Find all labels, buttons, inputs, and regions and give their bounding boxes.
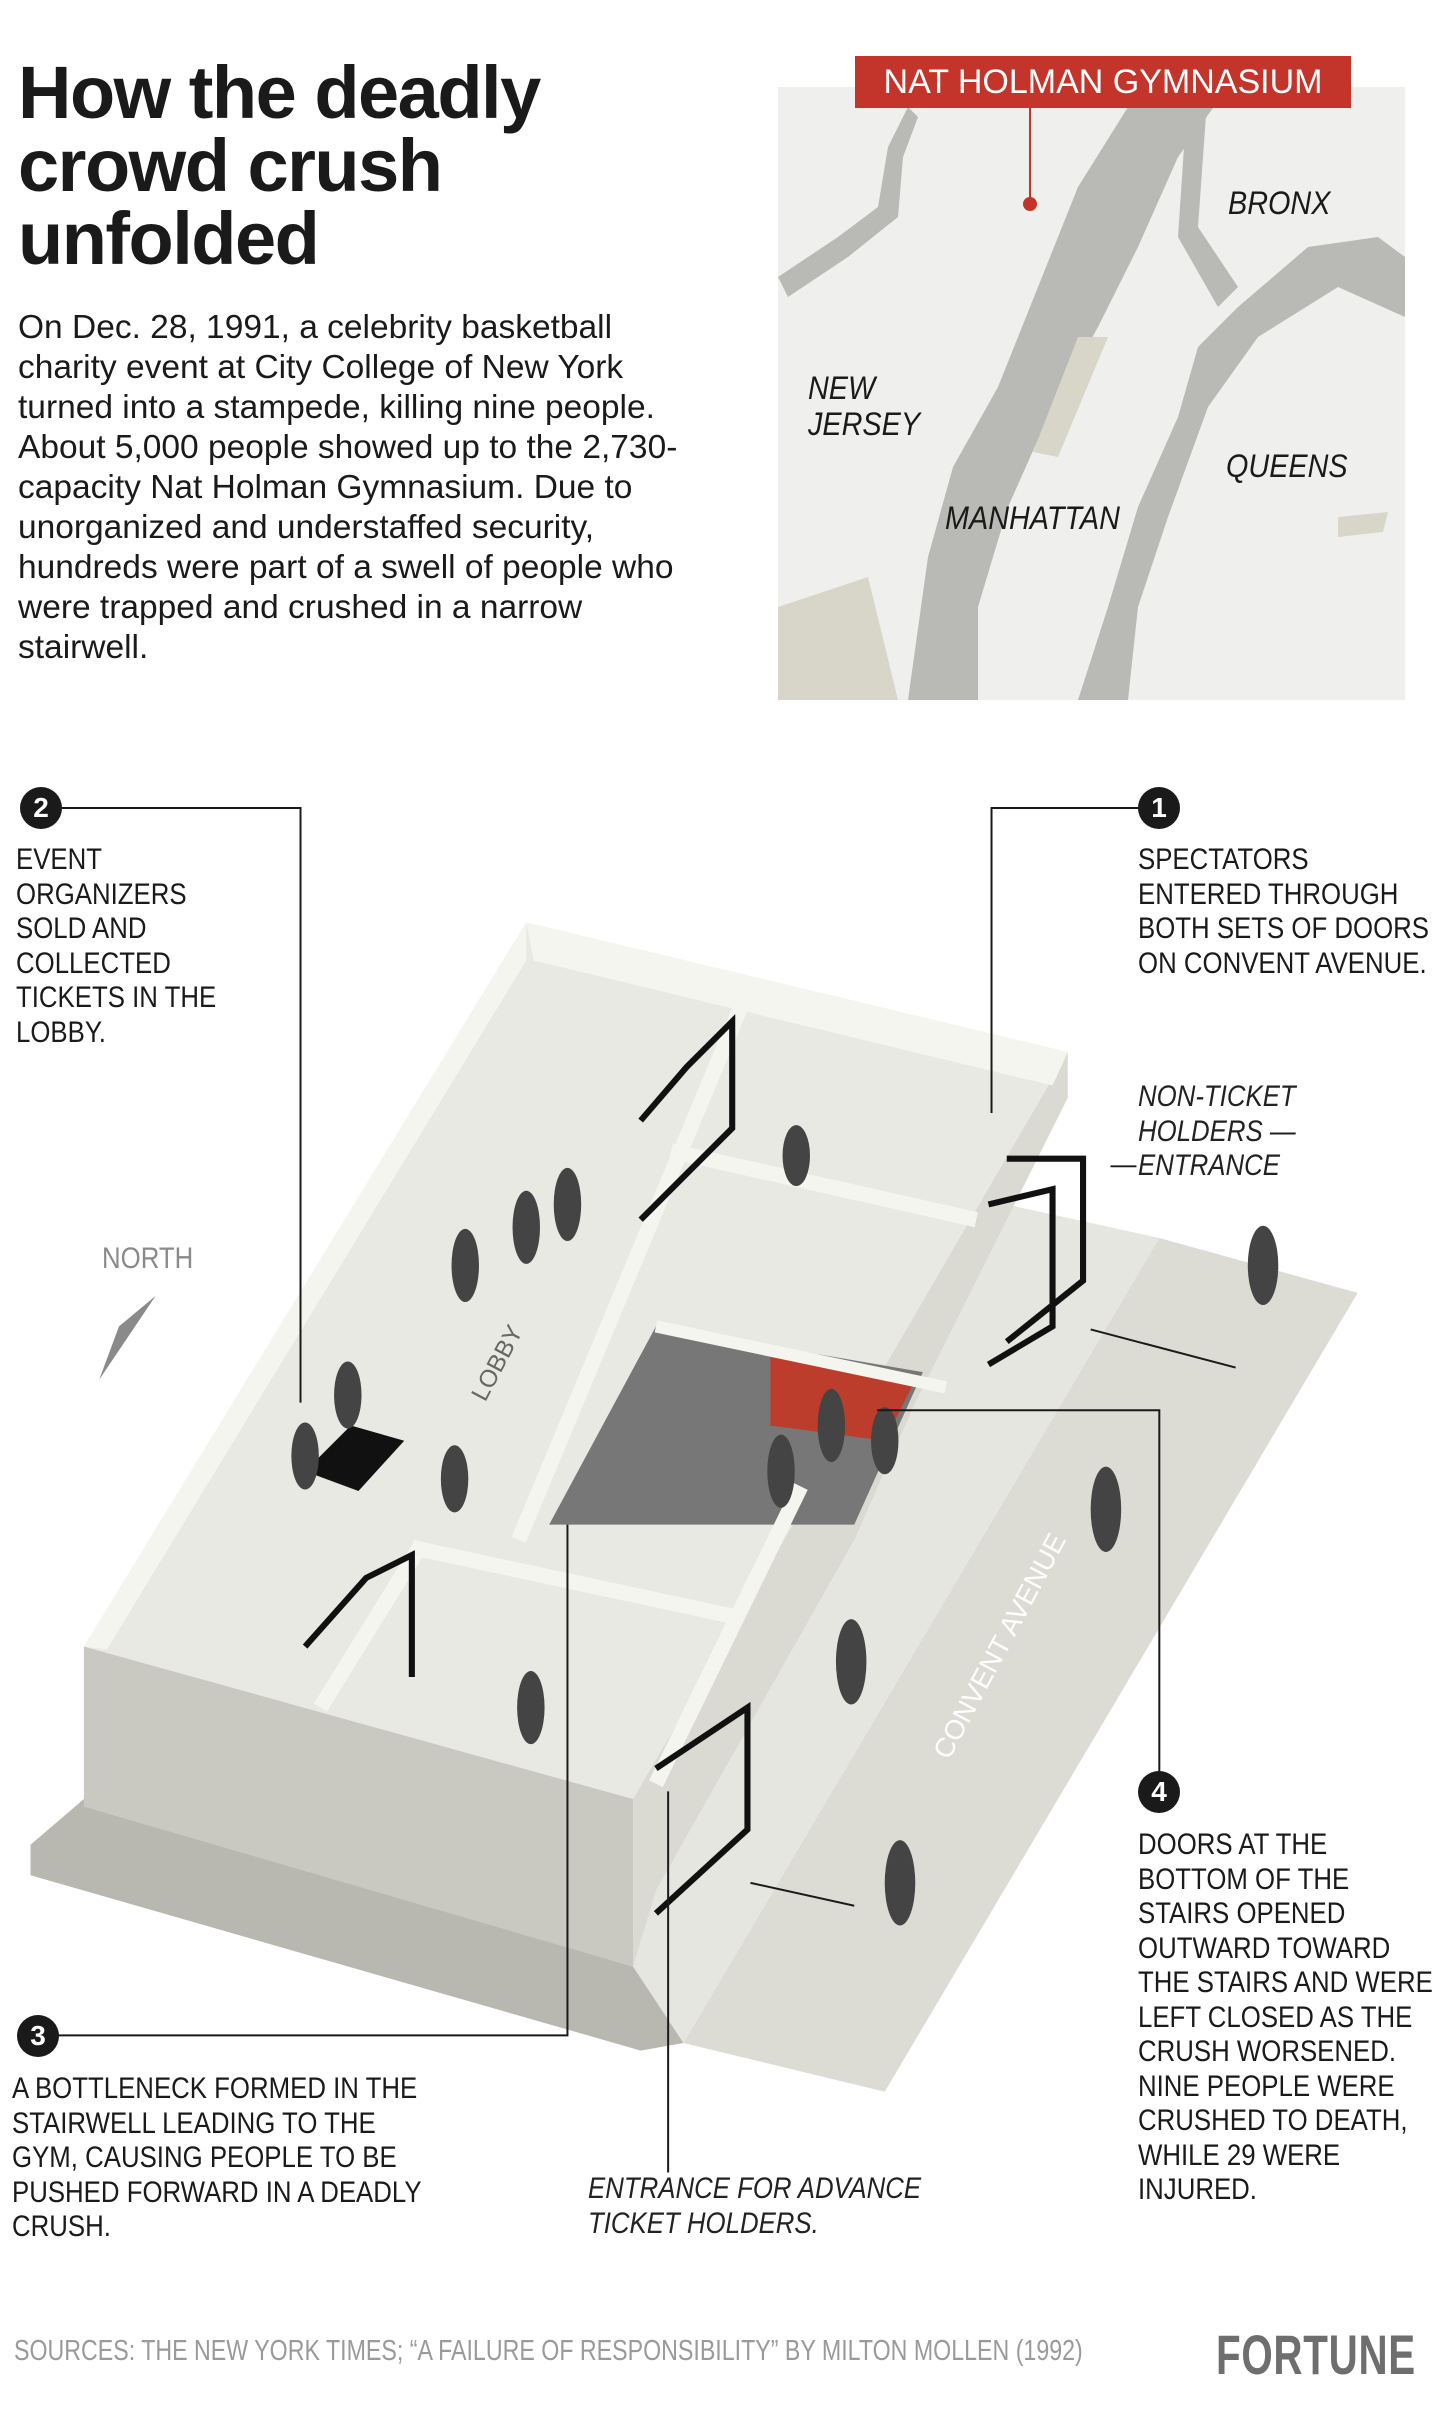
people — [291, 1125, 1279, 1926]
hackensack-river — [778, 107, 918, 297]
convent-avenue-street — [683, 1237, 1358, 2092]
sources-text: SOURCES: THE NEW YORK TIMES; “A FAILURE … — [14, 2335, 1083, 2367]
intro-text: On Dec. 28, 1991, a celebrity basketball… — [18, 309, 678, 666]
non-ticket-entrance-label: NON-TICKET HOLDERS — ENTRANCE — [1138, 1080, 1296, 1182]
back-wall — [526, 922, 1068, 1086]
map-label-manhattan: MANHATTAN — [945, 500, 1120, 536]
map-label-bronx: BRONX — [1228, 185, 1331, 221]
callout-1-text: Spectators entered through both sets of … — [1138, 843, 1430, 980]
callout-4-text: Doors at the bottom of the stairs opened… — [1138, 1828, 1433, 2206]
base-slab — [30, 1799, 684, 2051]
callout-badge-3: 3 — [17, 2015, 59, 2057]
advance-entrance-label: ENTRANCE FOR ADVANCE TICKET HOLDERS. — [588, 2172, 922, 2240]
locator-map — [778, 87, 1405, 700]
ticket-table — [305, 1425, 405, 1492]
north-wall — [83, 922, 527, 1650]
north-arrow-icon — [99, 1295, 156, 1380]
front-wall — [83, 1646, 634, 1967]
page-title: How the deadly crowd crush unfolded — [18, 51, 541, 280]
callout-3-text: A bottleneck formed in the stairwell lea… — [12, 2072, 422, 2243]
callout-2-text: Event organizers sold and collected tick… — [16, 843, 217, 1049]
leader-lines — [42, 807, 1236, 2173]
hudson-river — [908, 87, 1228, 700]
east-river — [1078, 237, 1405, 700]
sidewalk — [625, 1204, 1160, 2043]
map-label-new-jersey: NEW JERSEY — [808, 370, 921, 442]
floor — [83, 922, 1068, 1800]
callout-badge-1: 1 — [1138, 787, 1180, 829]
callout-badge-2: 2 — [20, 787, 62, 829]
central-park — [1033, 337, 1108, 457]
fortune-logo: FORTUNE — [1216, 2323, 1416, 2386]
north-label: NORTH — [102, 1242, 194, 1275]
harlem-river — [1178, 87, 1238, 307]
map-label-queens: QUEENS — [1226, 448, 1348, 484]
doors — [302, 1014, 1087, 1916]
gymnasium-map-label: NAT HOLMAN GYMNASIUM — [855, 56, 1351, 108]
callout-badge-4: 4 — [1138, 1771, 1180, 1813]
